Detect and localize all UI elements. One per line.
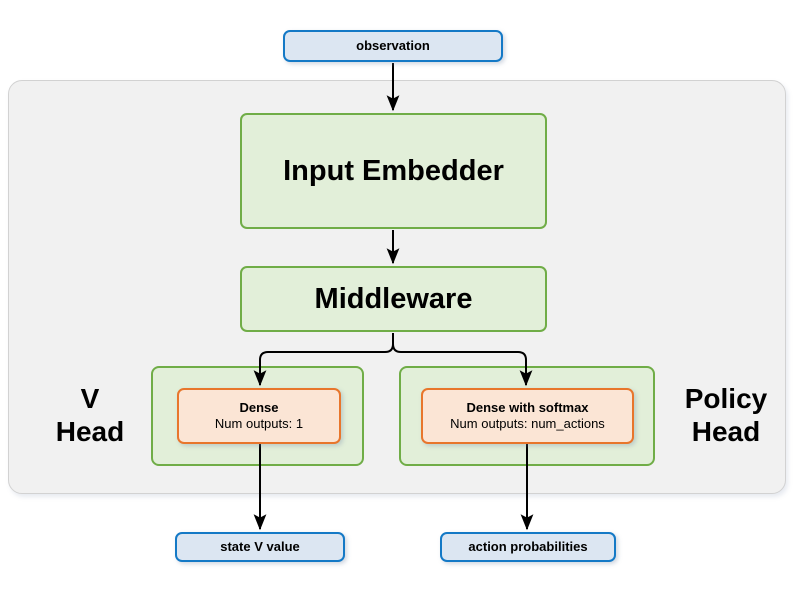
observation-node[interactable]: observation — [283, 30, 503, 62]
v-head-label-line1: V — [80, 383, 100, 414]
dense-layer-node[interactable]: Dense Num outputs: 1 — [177, 388, 341, 444]
dense-softmax-layer-title: Dense with softmax — [466, 399, 589, 415]
dense-softmax-layer-node[interactable]: Dense with softmax Num outputs: num_acti… — [421, 388, 634, 444]
policy-head-label: Policy Head — [666, 382, 786, 448]
action-probabilities-label: action probabilities — [468, 538, 588, 554]
action-probabilities-output-node[interactable]: action probabilities — [440, 532, 616, 562]
input-embedder-label: Input Embedder — [283, 154, 504, 187]
dense-layer-title: Dense — [239, 399, 279, 415]
state-v-value-label: state V value — [220, 538, 300, 554]
dense-softmax-layer-subtitle: Num outputs: num_actions — [450, 416, 605, 431]
policy-head-label-line2: Head — [691, 416, 761, 448]
middleware-node[interactable]: Middleware — [240, 266, 547, 332]
v-head-label-line2: Head — [55, 416, 125, 448]
middleware-label: Middleware — [314, 282, 473, 315]
state-v-value-output-node[interactable]: state V value — [175, 532, 345, 562]
dense-layer-subtitle: Num outputs: 1 — [214, 416, 304, 431]
v-head-label: V Head — [40, 382, 140, 448]
input-embedder-node[interactable]: Input Embedder — [240, 113, 547, 229]
observation-label: observation — [356, 37, 430, 53]
policy-head-label-line1: Policy — [684, 383, 768, 414]
